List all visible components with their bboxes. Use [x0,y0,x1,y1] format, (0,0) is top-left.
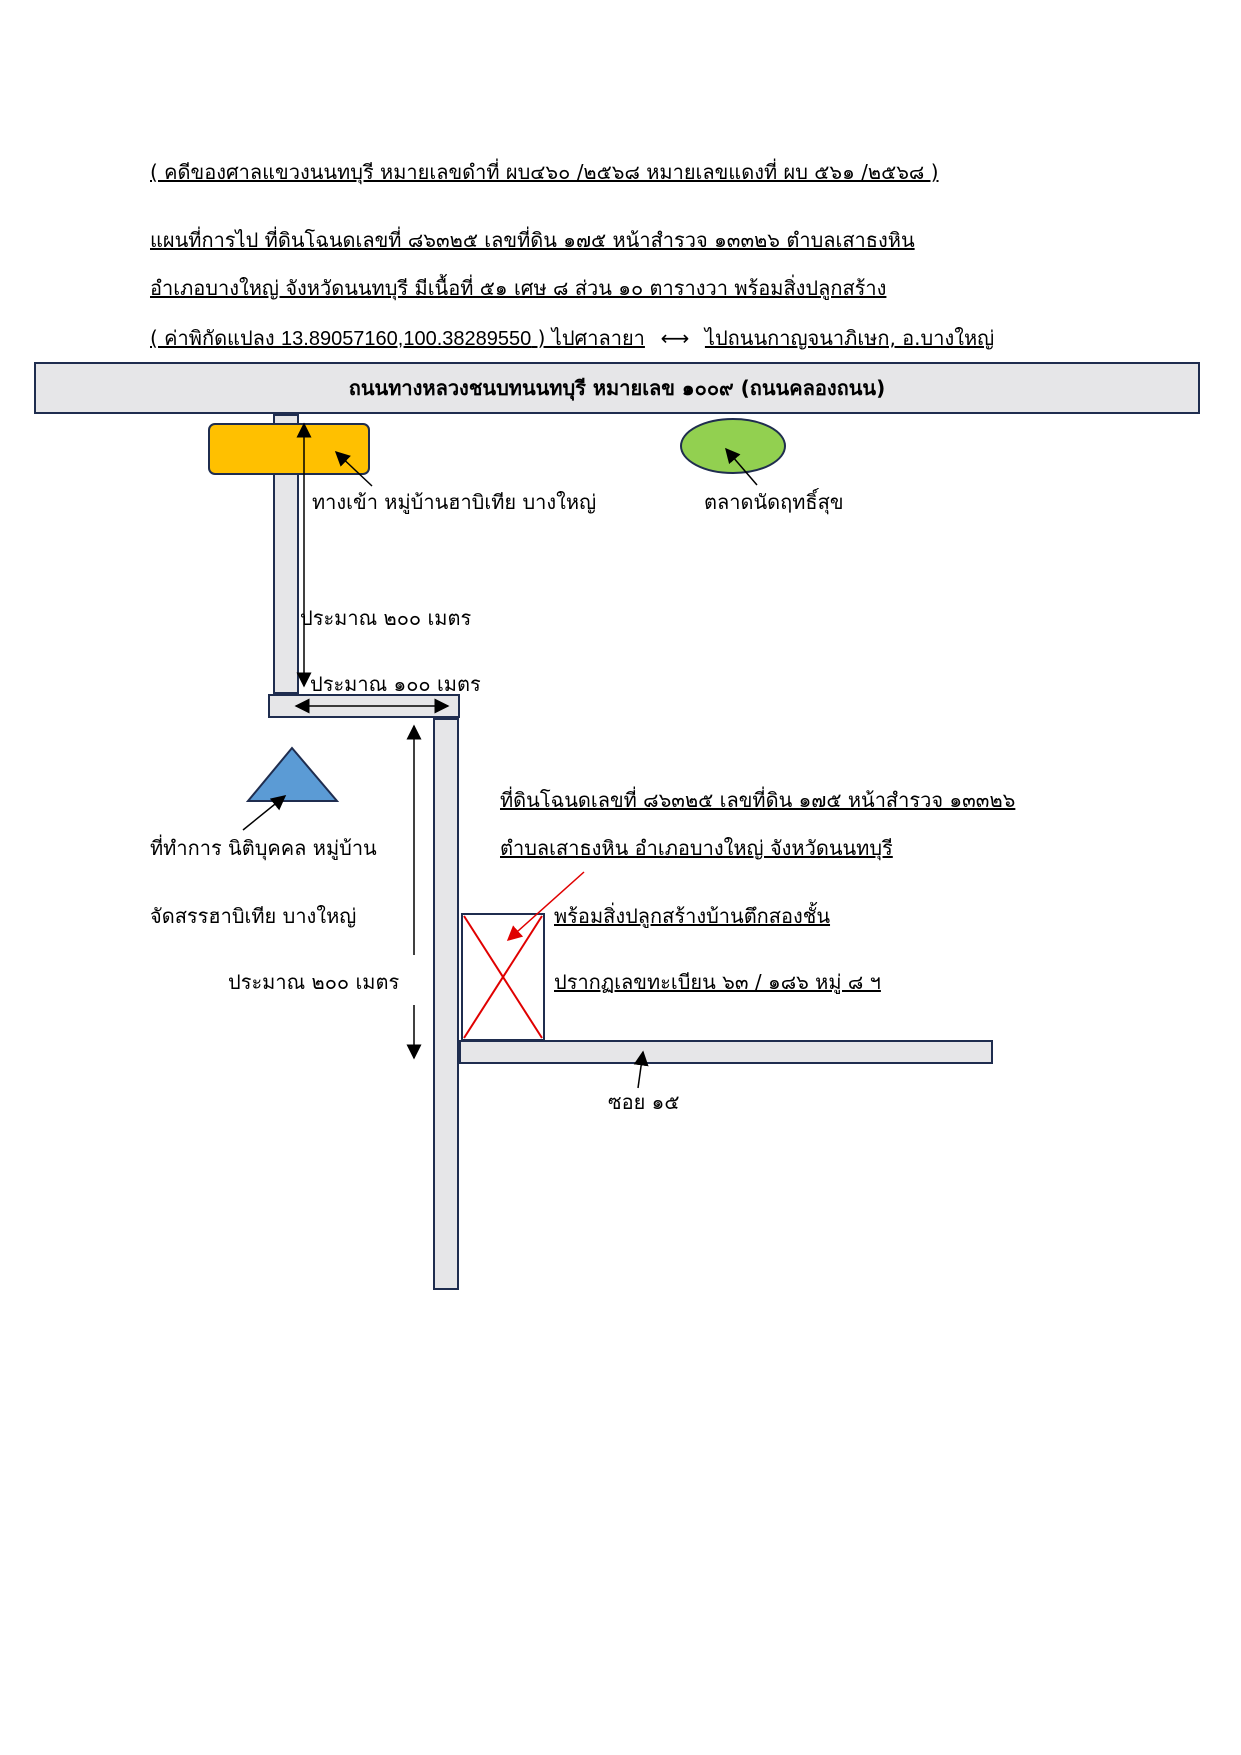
soi-15-road [459,1040,993,1064]
entrance-sign-marker [208,423,370,475]
direction-right-label: ไปถนนกาญจนาภิเษก, อ.บางใหญ่ [704,326,995,350]
office-label-line1: ที่ทำการ นิติบุคคล หมู่บ้าน [150,836,377,860]
main-road: ถนนทางหลวงชนบทนนทบุรี หมายเลข ๑๐๐๙ (ถนนค… [34,362,1200,414]
market-label: ตลาดนัดฤทธิ์สุข [704,490,844,514]
parcel-label-line1: ที่ดินโฉนดเลขที่ ๘๖๓๒๕ เลขที่ดิน ๑๗๕ หน้… [500,788,1016,812]
parcel-label-line2: ตำบลเสาธงหิน อำเภอบางใหญ่ จังหวัดนนทบุรี [500,836,893,860]
village-road [433,718,459,1290]
double-arrow-icon: ⟷ [660,326,690,350]
distance-100-label: ประมาณ ๑๐๐ เมตร [310,672,481,696]
coordinate-value: 13.89057160,100.38289550 [281,328,532,350]
direction-left-label: ) ไปศาลายา [531,326,645,350]
coordinate-prefix: ( ค่าพิกัดแปลง [150,326,282,350]
market-marker [680,418,786,474]
office-pointer-arrow [242,795,287,831]
main-road-label: ถนนทางหลวงชนบทนนทบุรี หมายเลข ๑๐๐๙ (ถนนค… [348,376,886,400]
entrance-pointer-arrow [334,450,373,487]
distance-200-top-label: ประมาณ ๒๐๐ เมตร [300,606,472,630]
distance-200-bottom-label: ประมาณ ๒๐๐ เมตร [228,970,400,994]
parcel-cross-line-b [463,915,543,1039]
parcel-pointer-arrow [506,871,585,942]
map-title-line2: อำเภอบางใหญ่ จังหวัดนนทบุรี มีเนื้อที่ ๕… [150,276,887,300]
office-label-line2: จัดสรรฮาบิเทีย บางใหญ่ [150,904,357,928]
soi-pointer-arrow [633,1050,649,1089]
soi-15-label: ซอย ๑๕ [608,1090,680,1114]
parcel-label-line4: ปรากฏเลขทะเบียน ๖๓ / ๑๘๖ หมู่ ๘ ฯ [554,970,881,994]
entrance-label: ทางเข้า หมู่บ้านฮาบิเทีย บางใหญ่ [312,490,597,514]
office-marker [245,746,340,802]
market-pointer-arrow [725,447,758,486]
coordinate-line: ( ค่าพิกัดแปลง 13.89057160,100.38289550 … [150,326,994,351]
map-title-line1: แผนที่การไป ที่ดินโฉนดเลขที่ ๘๖๓๒๕ เลขที… [150,228,915,252]
parcel-label-line3: พร้อมสิ่งปลูกสร้างบ้านตึกสองชั้น [554,904,831,928]
case-number-line: ( คดีของศาลแขวงนนทบุรี หมายเลขดำที่ ผบ๔๖… [150,160,939,184]
